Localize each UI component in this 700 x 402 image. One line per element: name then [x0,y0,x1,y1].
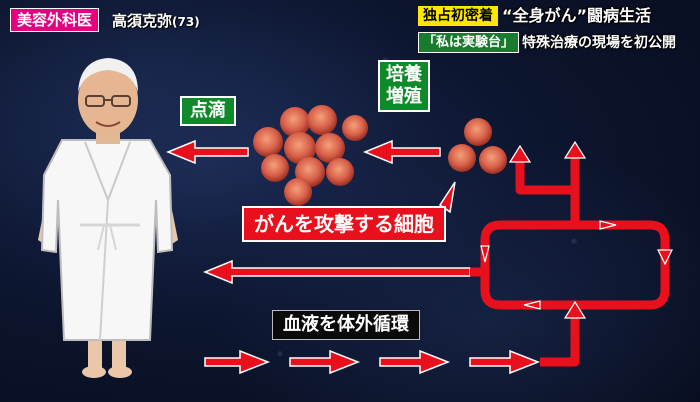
arrow-to-patient-top [166,139,249,165]
headline-1: “全身がん”闘病生活 [502,6,652,25]
headline-row-1: 独占初密着 “全身がん”闘病生活 [418,6,651,26]
arrow-out-2 [289,349,361,375]
flow-arrows [166,139,541,375]
label-culture-line2: 増殖 [386,86,422,107]
arrow-out-1 [204,349,271,375]
label-cancer-attacking-cells: がんを攻撃する細胞 [242,206,446,242]
quote-tag: 「私は実験台」 [418,32,520,53]
arrow-culture [363,139,441,165]
exclusive-tag: 独占初密着 [418,6,498,26]
category-tag: 美容外科医 [10,8,100,32]
label-culture: 培養 増殖 [378,60,430,112]
cell-cluster-small [448,118,507,174]
arrow-out-3 [379,349,451,375]
headline-row-2: 「私は実験台」 特殊治療の現場を初公開 [418,32,676,53]
label-culture-line1: 培養 [386,64,422,85]
circulation-loop [470,150,670,367]
loop-arrowheads [480,140,673,319]
guest-age: (73) [172,15,200,29]
guest-caption: 高須克弥(73) [112,10,200,31]
cell-cluster-large [253,105,368,206]
guest-name: 高須克弥 [112,12,173,30]
label-circulation: 血液を体外循環 [272,310,420,340]
headline-2: 特殊治療の現場を初公開 [522,34,677,51]
patient-figure [38,58,178,378]
arrow-out-4 [469,349,541,375]
arrow-to-patient-middle [203,259,471,285]
label-drip: 点滴 [180,96,236,126]
